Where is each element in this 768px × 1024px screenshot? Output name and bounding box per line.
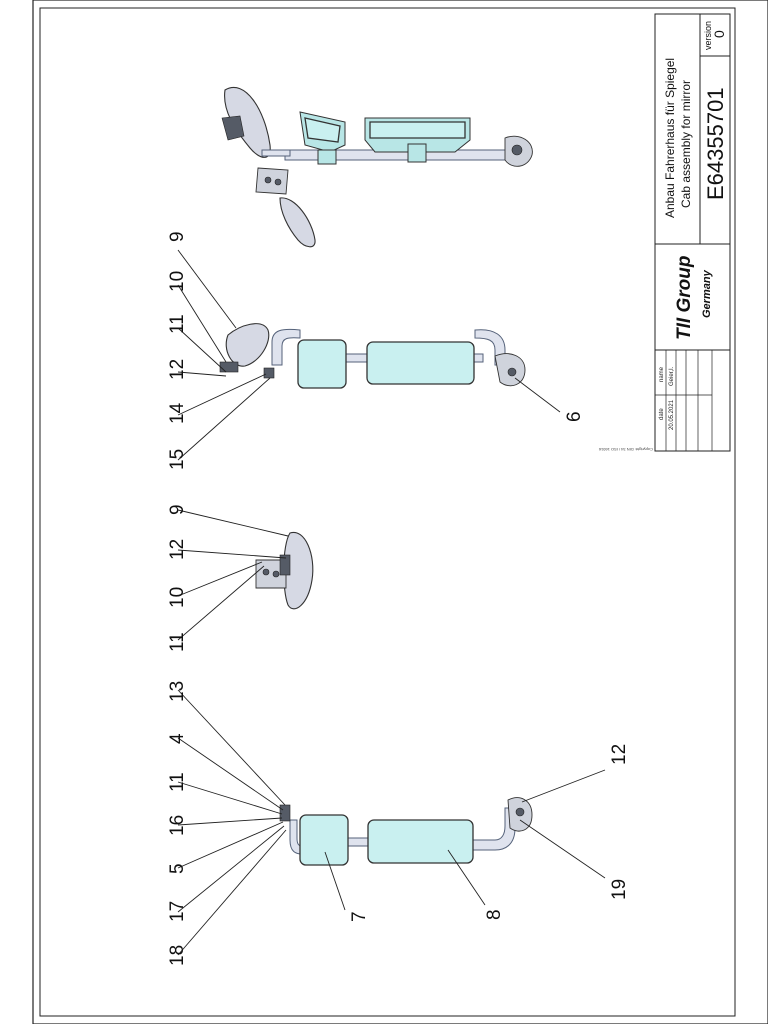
callout-v3-5: 5 [167,863,188,874]
callout-v3-8: 8 [484,909,505,920]
company-country: Germany [701,269,713,318]
date-value: 20.05.2021 [669,399,675,430]
version-label: version [703,21,713,50]
company-logo-name: TII Group [674,256,695,340]
callout-v2-9: 9 [167,504,188,515]
name-label: name [659,366,665,382]
callout-v3-11: 11 [167,772,188,792]
outer-frame [32,0,768,1024]
callout-v1-9: 9 [167,231,188,242]
callout-v3-17: 17 [167,901,188,922]
callout-v2-12: 12 [167,539,188,560]
leader-lines [177,249,606,956]
callout-v2-11: 11 [167,632,188,652]
callout-v3-12: 12 [609,744,630,765]
callout-v1-14: 14 [167,402,188,424]
callout-v1-12: 12 [167,359,188,380]
callout-v2-10: 10 [167,587,188,608]
callout-numbers: 9 10 11 12 14 15 6 9 12 10 11 13 4 11 16… [167,231,630,966]
title-de: Anbau Fahrerhaus für Spiegel [663,58,677,218]
callout-v1-10: 10 [167,271,188,292]
drawing-number: E64355701 [703,87,728,200]
callout-v3-18: 18 [167,945,188,966]
copyright-note: Copyright: DIN 34 / ISO 16016 [598,447,653,452]
callout-v3-19: 19 [609,879,630,900]
callout-v1-6: 6 [564,411,585,422]
view-2-mirror-head [255,531,314,610]
inner-frame [39,7,736,1017]
title-block: Anbau Fahrerhaus für Spiegel Cab assembl… [598,13,731,452]
callout-v3-13: 13 [167,681,188,702]
callout-v3-4: 4 [167,733,188,744]
callout-v1-15: 15 [167,449,188,470]
callout-v3-7: 7 [349,911,370,922]
isometric-mirror-assembly [221,87,533,248]
view-3-mirror-assembly [279,797,533,866]
callout-v3-16: 16 [167,815,188,836]
title-en: Cab assembly for mirror [679,80,693,208]
name-value: Geier,I. [669,366,675,386]
version-value: 0 [711,30,727,38]
view-1-mirror-assembly [219,323,526,389]
date-label: date [659,408,665,420]
callout-v1-11: 11 [167,314,188,334]
